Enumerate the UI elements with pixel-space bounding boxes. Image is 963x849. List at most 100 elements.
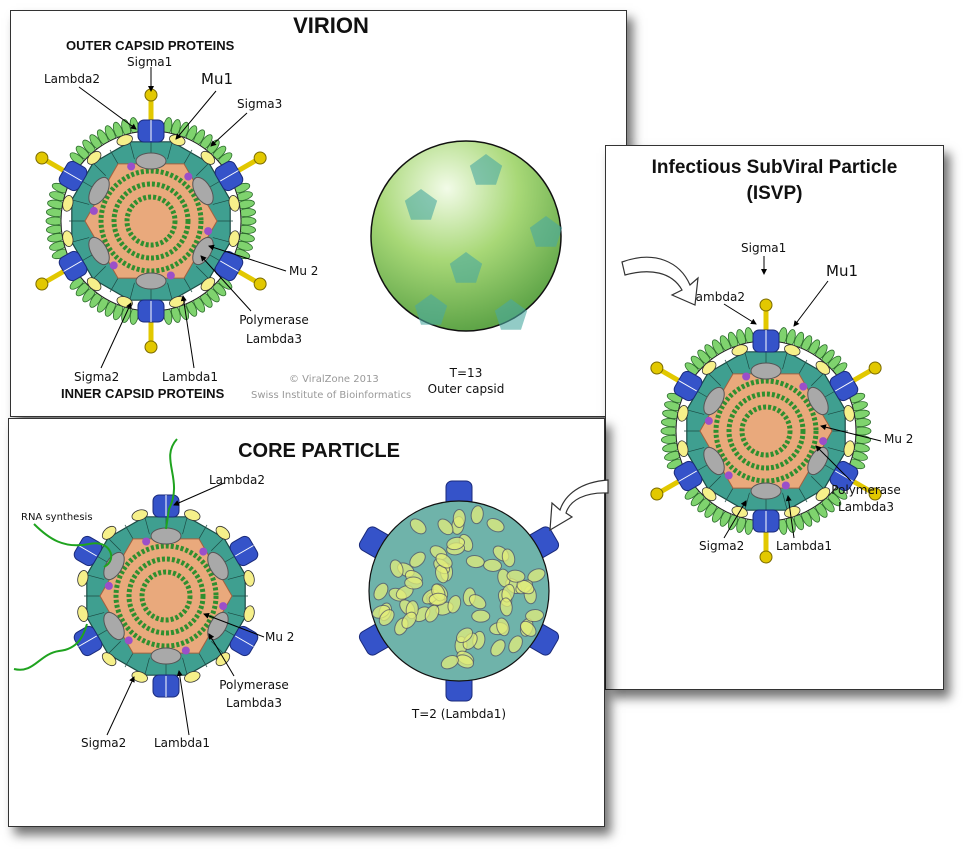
lambda1-subunit bbox=[428, 592, 448, 606]
lambda1-seam bbox=[744, 351, 750, 370]
lambda1-seam bbox=[212, 237, 231, 243]
core-diagram bbox=[13, 438, 560, 736]
core-label-lambda1: Lambda1 bbox=[154, 736, 210, 750]
sigma2 bbox=[86, 150, 102, 165]
lambda1-subunit bbox=[516, 579, 535, 595]
sigma2 bbox=[784, 344, 801, 356]
polymerase-lambda3 bbox=[135, 272, 167, 290]
institute: Swiss Institute of Bioinformatics bbox=[251, 390, 412, 401]
sigma2 bbox=[131, 671, 148, 683]
sigma2 bbox=[701, 360, 717, 375]
isvp-label-mu1: Mu1 bbox=[826, 262, 858, 280]
lambda1-seam bbox=[797, 486, 808, 503]
mu2 bbox=[199, 547, 208, 556]
mu2 bbox=[704, 416, 713, 425]
lambda1-subunit bbox=[468, 594, 487, 610]
mu2 bbox=[142, 537, 151, 546]
label-sigma2: Sigma2 bbox=[74, 370, 120, 384]
isvp-title-line2: (ISVP) bbox=[746, 183, 803, 204]
lambda1-subunit bbox=[437, 518, 454, 536]
mu2 bbox=[89, 206, 98, 215]
lambda1-subunit bbox=[424, 604, 440, 623]
particle bbox=[650, 298, 882, 564]
lambda1-subunit bbox=[465, 554, 485, 569]
lambda1-seam bbox=[182, 276, 193, 293]
core-label-rna-synthesis: RNA synthesis bbox=[21, 512, 93, 523]
polymerase-lambda3 bbox=[88, 176, 110, 206]
mu2 bbox=[184, 172, 193, 181]
core-title: CORE PARTICLE bbox=[238, 440, 400, 462]
arrow-polymerase bbox=[208, 633, 235, 677]
sigma2 bbox=[184, 509, 201, 521]
lambda1-seam bbox=[92, 162, 106, 176]
pentamer-patch bbox=[414, 294, 448, 325]
lambda1-subunit bbox=[470, 505, 484, 525]
turret-channel bbox=[678, 470, 697, 482]
mu2 bbox=[724, 471, 733, 480]
turret-channel bbox=[220, 260, 239, 272]
sigma1-head bbox=[759, 550, 773, 564]
sigma2 bbox=[116, 134, 133, 146]
lambda1-seam bbox=[827, 447, 846, 453]
lambda1-seam bbox=[182, 149, 193, 166]
lambda1-subunit bbox=[525, 609, 545, 623]
core-label-sigma2: Sigma2 bbox=[81, 736, 127, 750]
virion-diagram bbox=[35, 67, 563, 369]
sigma2 bbox=[62, 230, 74, 247]
core-interior bbox=[99, 538, 233, 654]
lambda1-subunit bbox=[499, 597, 513, 617]
arrow-mu1 bbox=[175, 90, 217, 140]
lambda1-seam bbox=[196, 162, 210, 176]
lambda1-subunit bbox=[440, 655, 459, 670]
sigma2 bbox=[62, 195, 74, 212]
turret-channel bbox=[678, 380, 697, 392]
dsrna-segment bbox=[726, 391, 806, 471]
lambda1-seam bbox=[109, 149, 120, 166]
sigma2 bbox=[243, 605, 255, 622]
arrow-lambda1 bbox=[176, 670, 190, 736]
core-sphere-label: T=2 (Lambda1) bbox=[411, 707, 507, 721]
lambda1-subunit bbox=[404, 576, 424, 590]
sigma2 bbox=[228, 195, 240, 212]
lambda1-seam bbox=[129, 141, 135, 160]
lambda1-subunit bbox=[452, 508, 466, 528]
polymerase-lambda3 bbox=[150, 527, 182, 545]
sigma1-head bbox=[35, 277, 49, 291]
arrow-mu2 bbox=[208, 244, 287, 272]
lambda1-seam bbox=[197, 524, 208, 541]
pentamer-patch bbox=[449, 252, 483, 283]
sigma2 bbox=[86, 277, 102, 292]
sigma1-head bbox=[868, 487, 882, 501]
dsrna-segment bbox=[739, 404, 793, 458]
arrow-polymerase bbox=[815, 445, 852, 482]
lambda1-subunit bbox=[446, 536, 466, 551]
lambda1-subunit bbox=[527, 568, 546, 583]
sphere-t13: T=13 bbox=[449, 366, 483, 380]
lambda1-seam bbox=[811, 372, 825, 386]
label-polymerase: Polymerase bbox=[239, 313, 309, 327]
lambda1-seam bbox=[86, 574, 105, 580]
sigma2 bbox=[815, 487, 831, 502]
arrow-sigma2 bbox=[723, 500, 747, 539]
lambda1-subunit bbox=[486, 517, 505, 533]
lambda1-seam bbox=[782, 351, 788, 370]
sigma1-head bbox=[253, 277, 267, 291]
arrow-sigma3 bbox=[210, 112, 248, 147]
polymerase-lambda3 bbox=[150, 647, 182, 665]
sigma1-head bbox=[253, 151, 267, 165]
dsrna-segment bbox=[139, 569, 193, 623]
label-sigma3: Sigma3 bbox=[237, 97, 283, 111]
isvp-label-lambda1: Lambda1 bbox=[776, 539, 832, 553]
polymerase-lambda3 bbox=[135, 152, 167, 170]
isvp-label-sigma2: Sigma2 bbox=[699, 539, 745, 553]
polymerase-lambda3 bbox=[103, 611, 125, 641]
lambda1-subunit bbox=[519, 620, 537, 637]
sigma2 bbox=[731, 344, 748, 356]
lambda1-seam bbox=[744, 492, 750, 511]
polymerase-lambda3 bbox=[192, 236, 214, 266]
label-mu2: Mu 2 bbox=[289, 264, 319, 278]
lambda1-seam bbox=[724, 359, 735, 376]
isvp-label-lambda3: Lambda3 bbox=[838, 500, 894, 514]
lambda1-seam bbox=[109, 276, 120, 293]
lambda1-seam bbox=[71, 237, 90, 243]
